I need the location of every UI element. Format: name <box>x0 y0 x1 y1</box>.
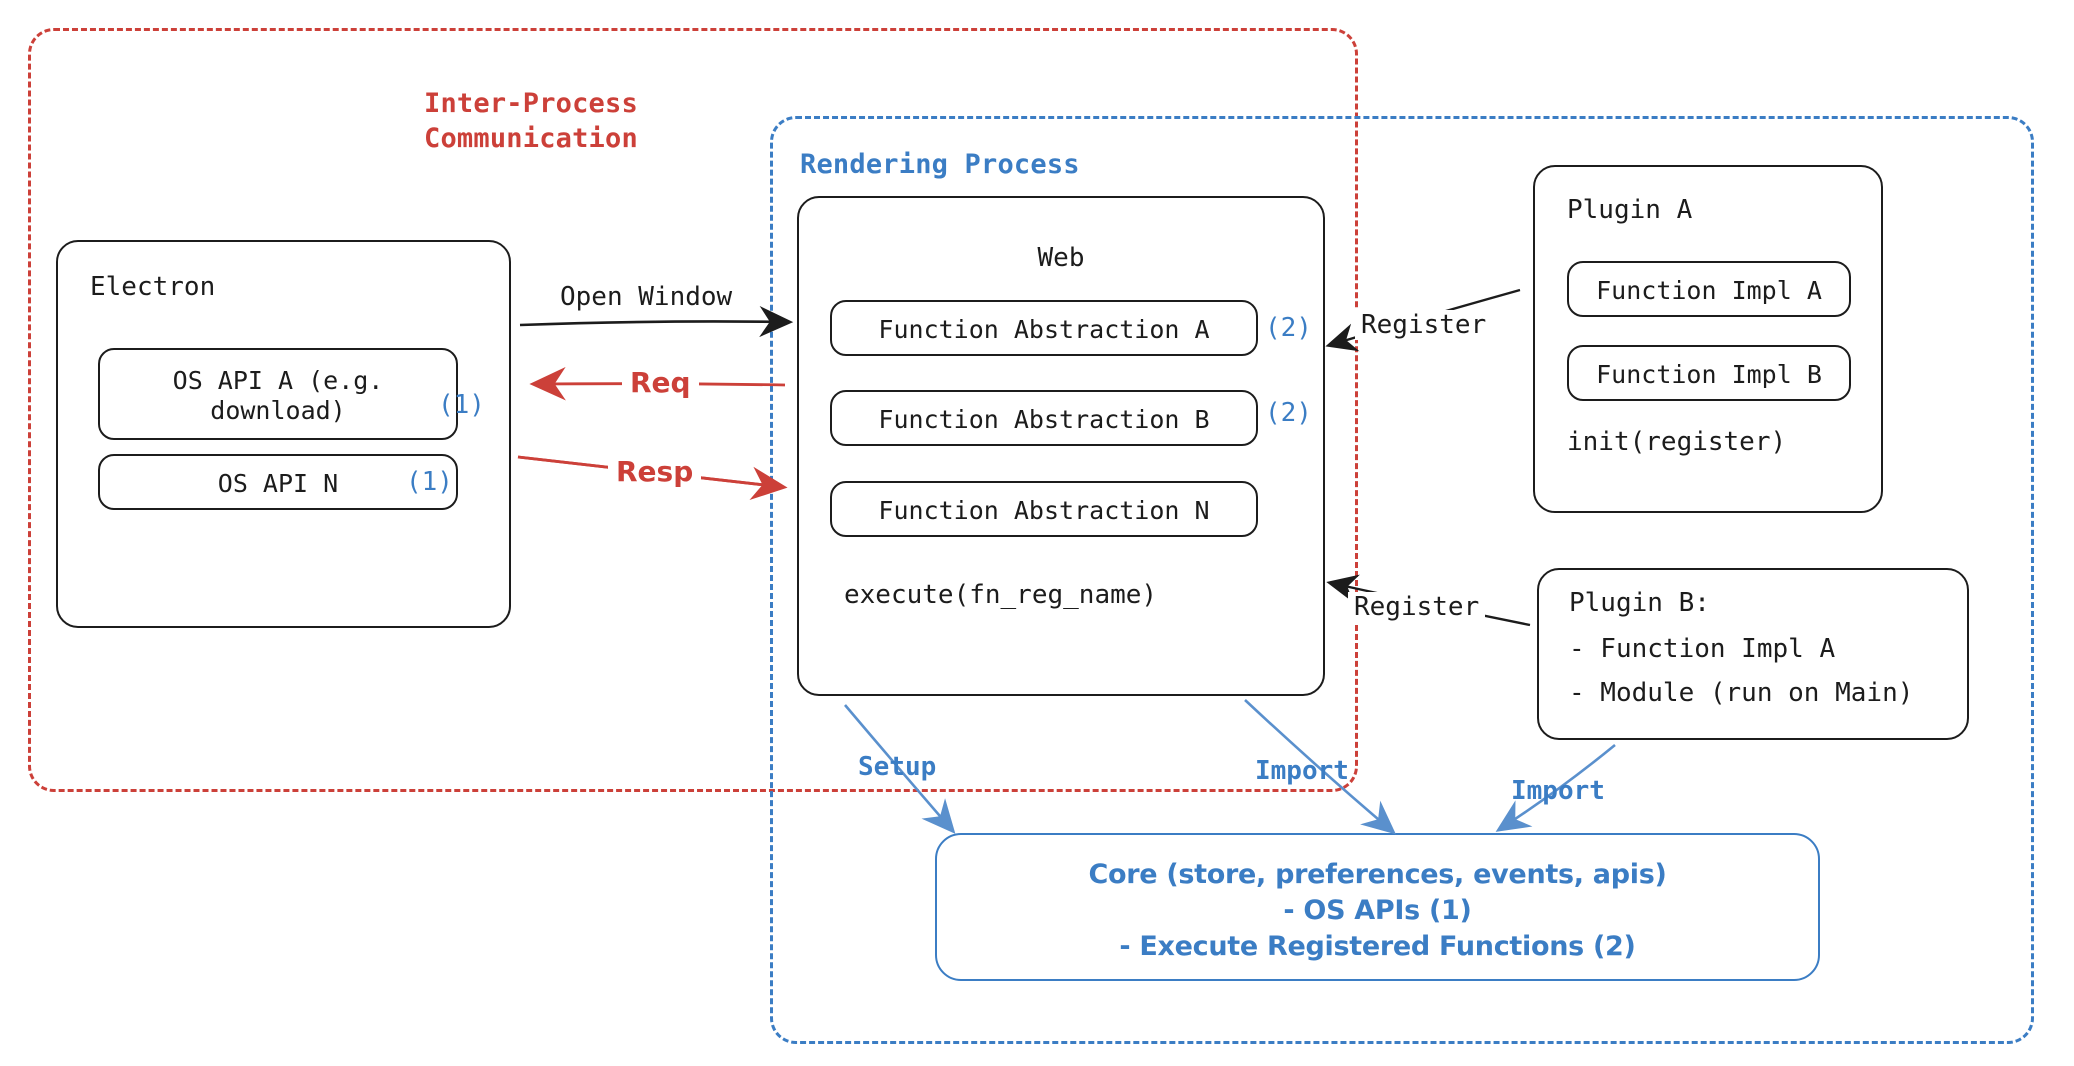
electron-title: Electron <box>90 272 216 302</box>
web-item-function-abstraction-a-label: Function Abstraction A <box>878 315 1210 344</box>
electron-item-os-api-n[interactable]: OS API N <box>98 454 458 510</box>
web-item-function-abstraction-b[interactable]: Function Abstraction B <box>830 390 1258 446</box>
plugin-a-item-function-impl-a[interactable]: Function Impl A <box>1567 261 1851 317</box>
edge-label-import-plugin-b: Import <box>1511 776 1605 806</box>
plugin-b-box: Plugin B: - Function Impl A - Module (ru… <box>1537 568 1969 740</box>
edge-label-setup: Setup <box>858 752 937 782</box>
edge-label-open-window: Open Window <box>560 282 733 312</box>
web-item-function-abstraction-b-badge: (2) <box>1265 398 1312 428</box>
edge-label-register-plugin-b: Register <box>1348 592 1486 622</box>
plugin-b-title: Plugin B: <box>1569 588 1710 618</box>
web-box: Web Function Abstraction A (2) Function … <box>797 196 1325 696</box>
plugin-a-item-function-impl-b-label: Function Impl B <box>1596 360 1822 389</box>
electron-item-os-api-a[interactable]: OS API A (e.g. download) <box>98 348 458 440</box>
region-inter-process-communication <box>28 28 1358 792</box>
plugin-a-item-function-impl-b[interactable]: Function Impl B <box>1567 345 1851 401</box>
web-item-function-abstraction-b-label: Function Abstraction B <box>878 405 1210 434</box>
core-line-main: Core (store, preferences, events, apis) <box>1088 859 1667 890</box>
web-footer-execute: execute(fn_reg_name) <box>844 580 1158 610</box>
region-rendering-process <box>770 116 2034 1044</box>
electron-item-os-api-n-badge: (1) <box>406 467 453 497</box>
electron-item-os-api-a-label: OS API A (e.g. download) <box>172 366 384 425</box>
edge-label-import-web: Import <box>1255 756 1349 786</box>
plugin-a-title: Plugin A <box>1567 195 1693 225</box>
edge-label-req: Req <box>622 366 699 399</box>
plugin-a-item-function-impl-a-label: Function Impl A <box>1596 276 1822 305</box>
plugin-a-footer-init: init(register) <box>1567 427 1787 457</box>
web-title: Web <box>1037 243 1085 273</box>
web-item-function-abstraction-n[interactable]: Function Abstraction N <box>830 481 1258 537</box>
core-box: Core (store, preferences, events, apis) … <box>935 833 1820 981</box>
web-item-function-abstraction-a-badge: (2) <box>1265 313 1312 343</box>
plugin-b-item-module: - Module (run on Main) <box>1569 678 1914 708</box>
core-line-execute-registered: - Execute Registered Functions (2) <box>1119 931 1636 962</box>
electron-box: Electron OS API A (e.g. download) (1) OS… <box>56 240 511 628</box>
web-item-function-abstraction-a[interactable]: Function Abstraction A <box>830 300 1258 356</box>
electron-item-os-api-n-label: OS API N <box>217 469 339 498</box>
region-ipc-title: Inter-Process Communication <box>424 88 638 155</box>
web-item-function-abstraction-n-label: Function Abstraction N <box>878 496 1210 525</box>
edge-label-resp: Resp <box>608 455 702 488</box>
edge-label-register-plugin-a: Register <box>1355 310 1493 340</box>
core-line-os-apis: - OS APIs (1) <box>1283 895 1472 926</box>
region-rendering-process-title: Rendering Process <box>800 149 1080 180</box>
plugin-b-item-function-impl-a: - Function Impl A <box>1569 634 1836 664</box>
plugin-a-box: Plugin A Function Impl A Function Impl B… <box>1533 165 1883 513</box>
electron-item-os-api-a-badge: (1) <box>438 390 485 420</box>
